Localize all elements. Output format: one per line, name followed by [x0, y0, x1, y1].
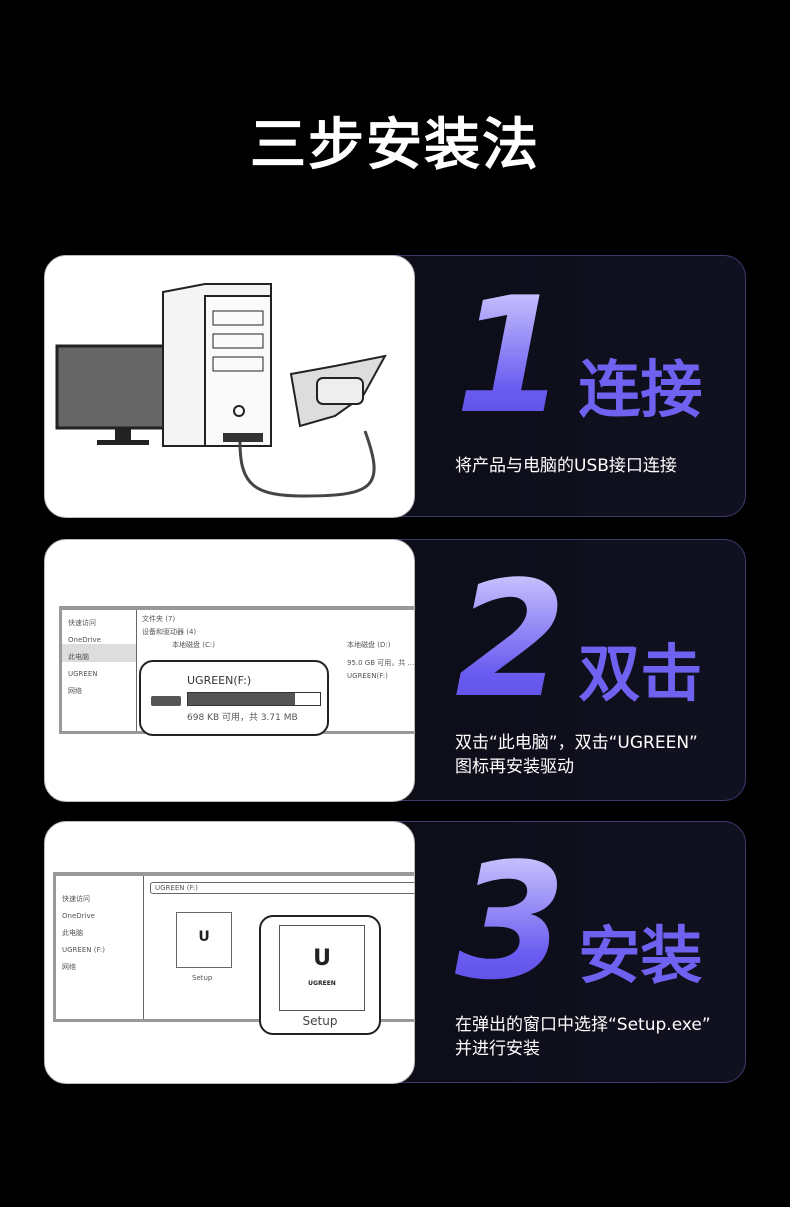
drive-f-label-small: UGREEN(F:) — [347, 672, 388, 680]
explorer-sidebar: 快速访问 OneDrive 此电脑 UGREEN 网络 — [62, 610, 137, 731]
sidebar-item[interactable]: 快速访问 — [68, 619, 96, 627]
sidebar-item[interactable]: 此电脑 — [62, 929, 83, 937]
sidebar-item[interactable]: OneDrive — [62, 912, 95, 920]
ugreen-logo-icon: U — [313, 946, 331, 971]
ugreen-logo-icon: U — [198, 929, 210, 945]
step-number: 1 — [455, 276, 574, 436]
step-1-card: 1 连接 将产品与电脑的USB接口连接 — [44, 255, 746, 518]
sidebar-item[interactable]: 此电脑 — [62, 644, 136, 662]
logo-text: UGREEN — [308, 980, 336, 987]
drive-c-label: 本地磁盘 (C:) — [172, 641, 215, 649]
step-heading: 双击 — [578, 637, 703, 710]
setup-file-label: Setup — [192, 974, 213, 982]
setup-file-icon[interactable]: U — [176, 912, 232, 968]
page-title: 三步安装法 — [250, 113, 540, 178]
step-2-card: 快速访问 OneDrive 此电脑 UGREEN 网络 文件夹 (7) 设备和驱… — [44, 539, 746, 802]
address-bar[interactable]: UGREEN (F:) — [150, 882, 414, 894]
drive-f-info: 698 KB 可用，共 3.71 MB — [187, 713, 298, 723]
computer-usb-illustration — [55, 283, 387, 498]
setup-large-icon: U UGREEN — [279, 925, 365, 1011]
drive-icon — [151, 696, 181, 706]
step-number: 2 — [455, 560, 574, 720]
sidebar-item[interactable]: UGREEN — [68, 670, 98, 678]
description-line: 并进行安装 — [455, 1039, 540, 1059]
drive-d-label: 本地磁盘 (D:) — [347, 641, 391, 649]
description-line: 图标再安装驱动 — [455, 757, 574, 777]
description-line: 在弹出的窗口中选择“Setup.exe” — [455, 1015, 711, 1035]
drive-d-info: 95.0 GB 可用，共 ... — [347, 659, 415, 667]
step-description: 双击“此电脑”，双击“UGREEN” 图标再安装驱动 — [455, 731, 698, 779]
setup-illustration: 快速访问 OneDrive 此电脑 UGREEN (F:) 网络 UGREEN … — [44, 821, 415, 1084]
step-3-card: 快速访问 OneDrive 此电脑 UGREEN (F:) 网络 UGREEN … — [44, 821, 746, 1084]
setup-label: Setup — [302, 1014, 338, 1028]
sidebar-item[interactable]: 网络 — [68, 687, 82, 695]
drive-usage-bar — [187, 692, 321, 706]
group-devices: 设备和驱动器 (4) — [142, 628, 197, 636]
drive-callout[interactable]: UGREEN(F:) 698 KB 可用，共 3.71 MB — [139, 660, 329, 736]
explorer-sidebar: 快速访问 OneDrive 此电脑 UGREEN (F:) 网络 — [56, 876, 144, 1019]
step-description: 将产品与电脑的USB接口连接 — [455, 456, 677, 476]
step-title-row: 1 连接 — [455, 274, 702, 436]
description-line: 双击“此电脑”，双击“UGREEN” — [455, 733, 698, 753]
step-heading: 安装 — [578, 919, 703, 992]
drive-f-label: UGREEN(F:) — [187, 674, 252, 687]
step-description: 在弹出的窗口中选择“Setup.exe” 并进行安装 — [455, 1013, 711, 1061]
step-title-row: 2 双击 — [455, 558, 702, 720]
step-number: 3 — [455, 842, 574, 1002]
sidebar-item[interactable]: OneDrive — [68, 636, 101, 644]
setup-callout[interactable]: U UGREEN Setup — [259, 915, 381, 1035]
step-title-row: 3 安装 — [455, 840, 702, 1002]
sidebar-item[interactable]: UGREEN (F:) — [62, 946, 106, 954]
sidebar-item[interactable]: 快速访问 — [62, 895, 90, 903]
group-folders: 文件夹 (7) — [142, 615, 176, 623]
sidebar-item[interactable]: 网络 — [62, 963, 76, 971]
step-heading: 连接 — [578, 353, 703, 426]
connect-illustration — [44, 255, 415, 518]
explorer-illustration: 快速访问 OneDrive 此电脑 UGREEN 网络 文件夹 (7) 设备和驱… — [44, 539, 415, 802]
